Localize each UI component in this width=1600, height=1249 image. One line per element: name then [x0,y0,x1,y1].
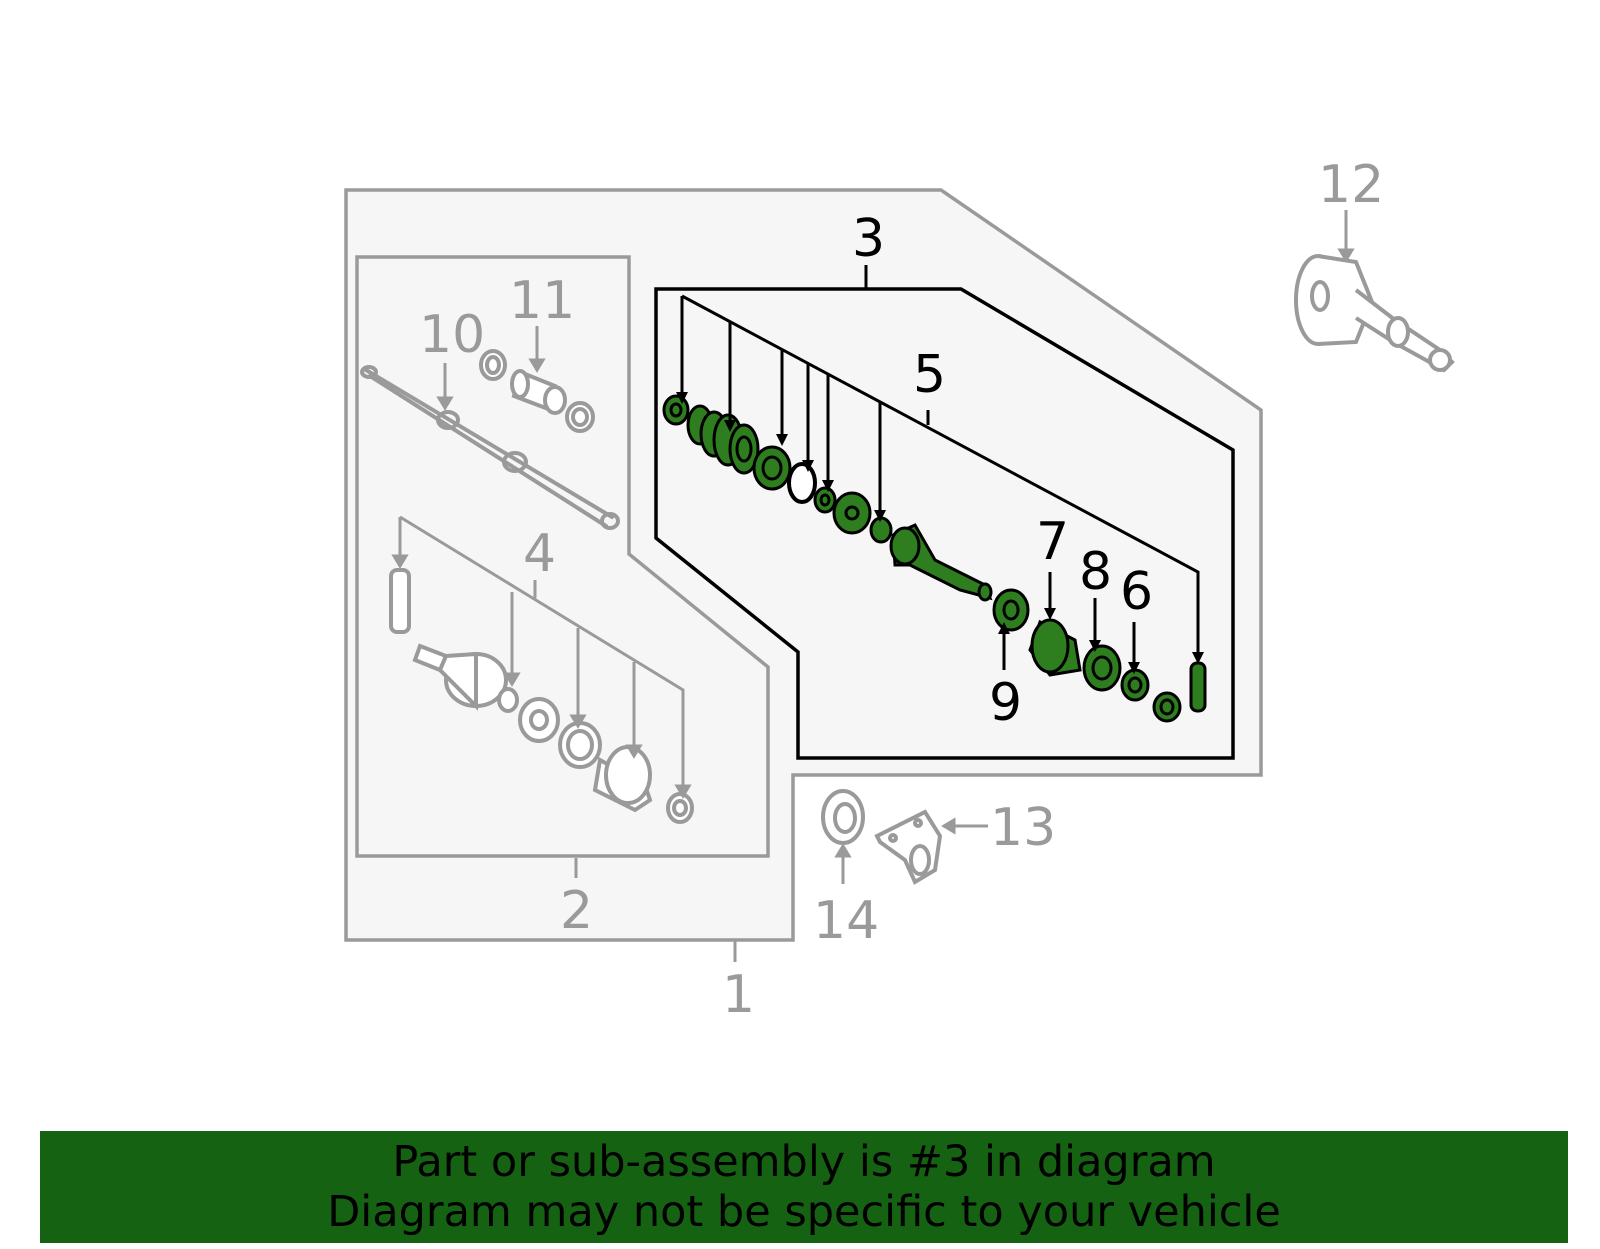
callout-3[interactable]: 3 [852,209,885,269]
inner-joint-parts-3 [662,394,1207,723]
info-banner: Part or sub-assembly is #3 in diagram Di… [40,1131,1568,1243]
hub-part-12 [1294,254,1455,373]
callout-6: 6 [1120,562,1153,622]
shaft-part-10 [360,365,620,530]
callout-1: 1 [722,965,755,1025]
arrows-grey [391,210,1355,962]
boot-part-11 [479,349,595,433]
callout-13: 13 [990,798,1056,858]
banner-line-2: Diagram may not be specific to your vehi… [327,1187,1281,1237]
arrowheads-black [676,392,1204,674]
assembly-2-outline [355,255,770,858]
callout-11: 11 [509,271,575,331]
bracket-part-13 [874,809,943,885]
callout-2: 2 [560,881,593,941]
callout-10: 10 [419,305,485,365]
callout-12: 12 [1318,155,1384,215]
outer-joint-part-4 [389,568,694,824]
callout-8: 8 [1079,542,1112,602]
callout-14: 14 [813,891,879,951]
seal-part-14 [821,789,865,845]
leader-lines-3 [680,265,1200,670]
banner-line-1: Part or sub-assembly is #3 in diagram [392,1137,1216,1187]
callout-9: 9 [989,673,1022,733]
assembly-3-outline [654,287,1235,760]
callout-4: 4 [523,524,556,584]
callout-7: 7 [1036,512,1069,572]
callout-5: 5 [913,345,946,405]
